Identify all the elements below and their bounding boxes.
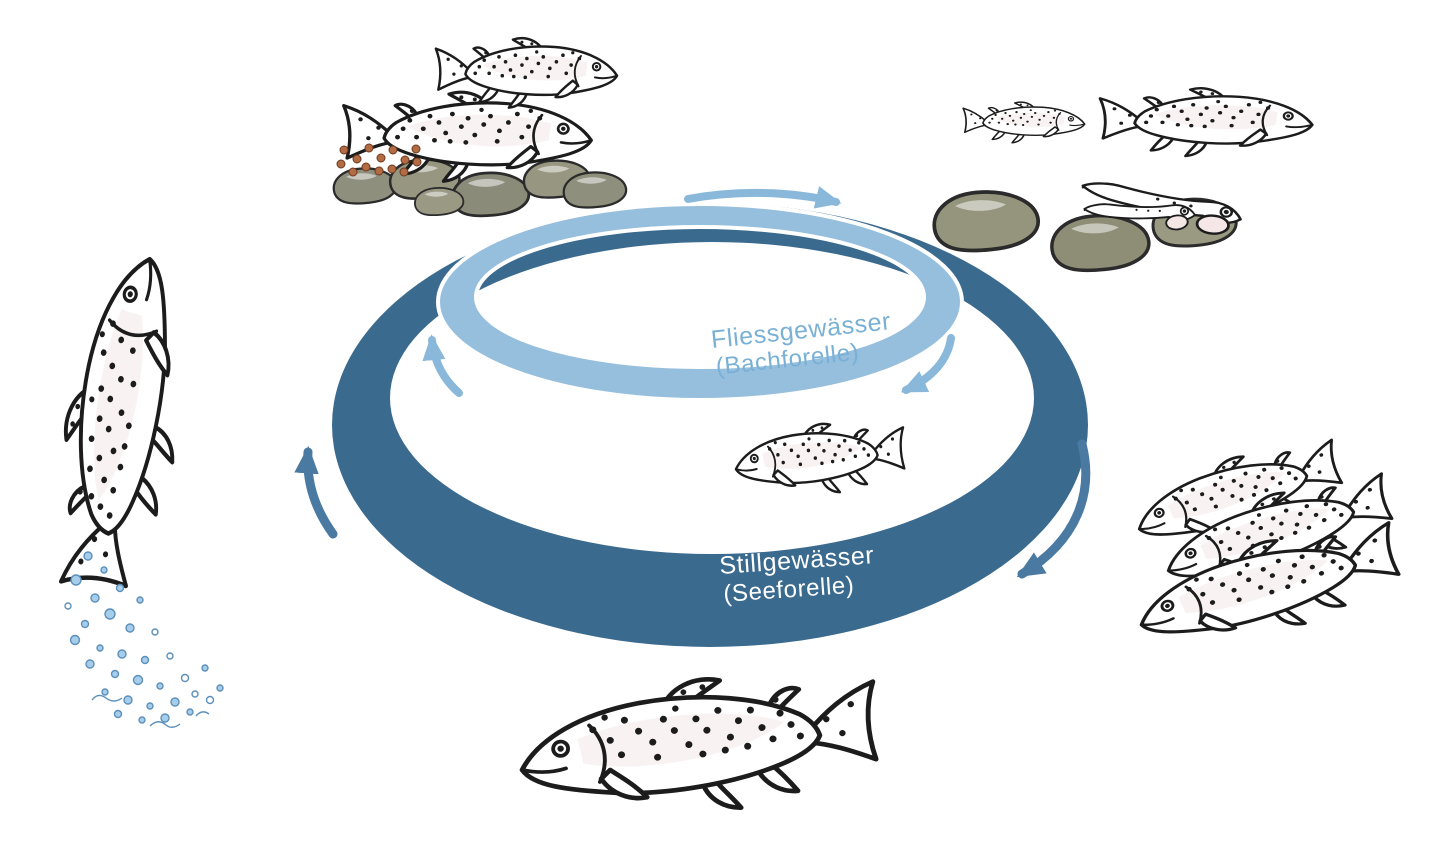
egg-cluster (336, 143, 422, 177)
stage-large-adult (515, 662, 885, 830)
leaping-trout (45, 251, 200, 595)
stage-adult-school (1126, 427, 1411, 667)
arrow-upper-right-light (900, 334, 955, 394)
stage-leaping-trout (45, 251, 224, 728)
stone-icon (414, 186, 465, 217)
stone-icon (932, 190, 1041, 253)
stone-icon (1050, 213, 1151, 273)
arrow-outer-left-dark (294, 445, 338, 539)
trout-fry-small (962, 101, 1086, 144)
stone-icon (562, 171, 628, 209)
stage-juvenile-trout (731, 415, 910, 503)
large-adult-trout (515, 662, 885, 830)
water-spray (64, 551, 224, 728)
upper-ring-band (435, 202, 965, 402)
stage-fry-and-alevins (932, 86, 1314, 273)
arrow-upper-left-light (422, 334, 463, 397)
juvenile-trout (731, 415, 910, 503)
stage-spawning-adults (332, 36, 628, 218)
arrow-outer-right-dark (1016, 439, 1091, 579)
lower-ring-band (332, 203, 1088, 647)
stone-icon (451, 171, 531, 218)
trout-parr (1098, 86, 1314, 158)
arrow-top-light (684, 186, 842, 209)
stone-icon (332, 167, 398, 205)
